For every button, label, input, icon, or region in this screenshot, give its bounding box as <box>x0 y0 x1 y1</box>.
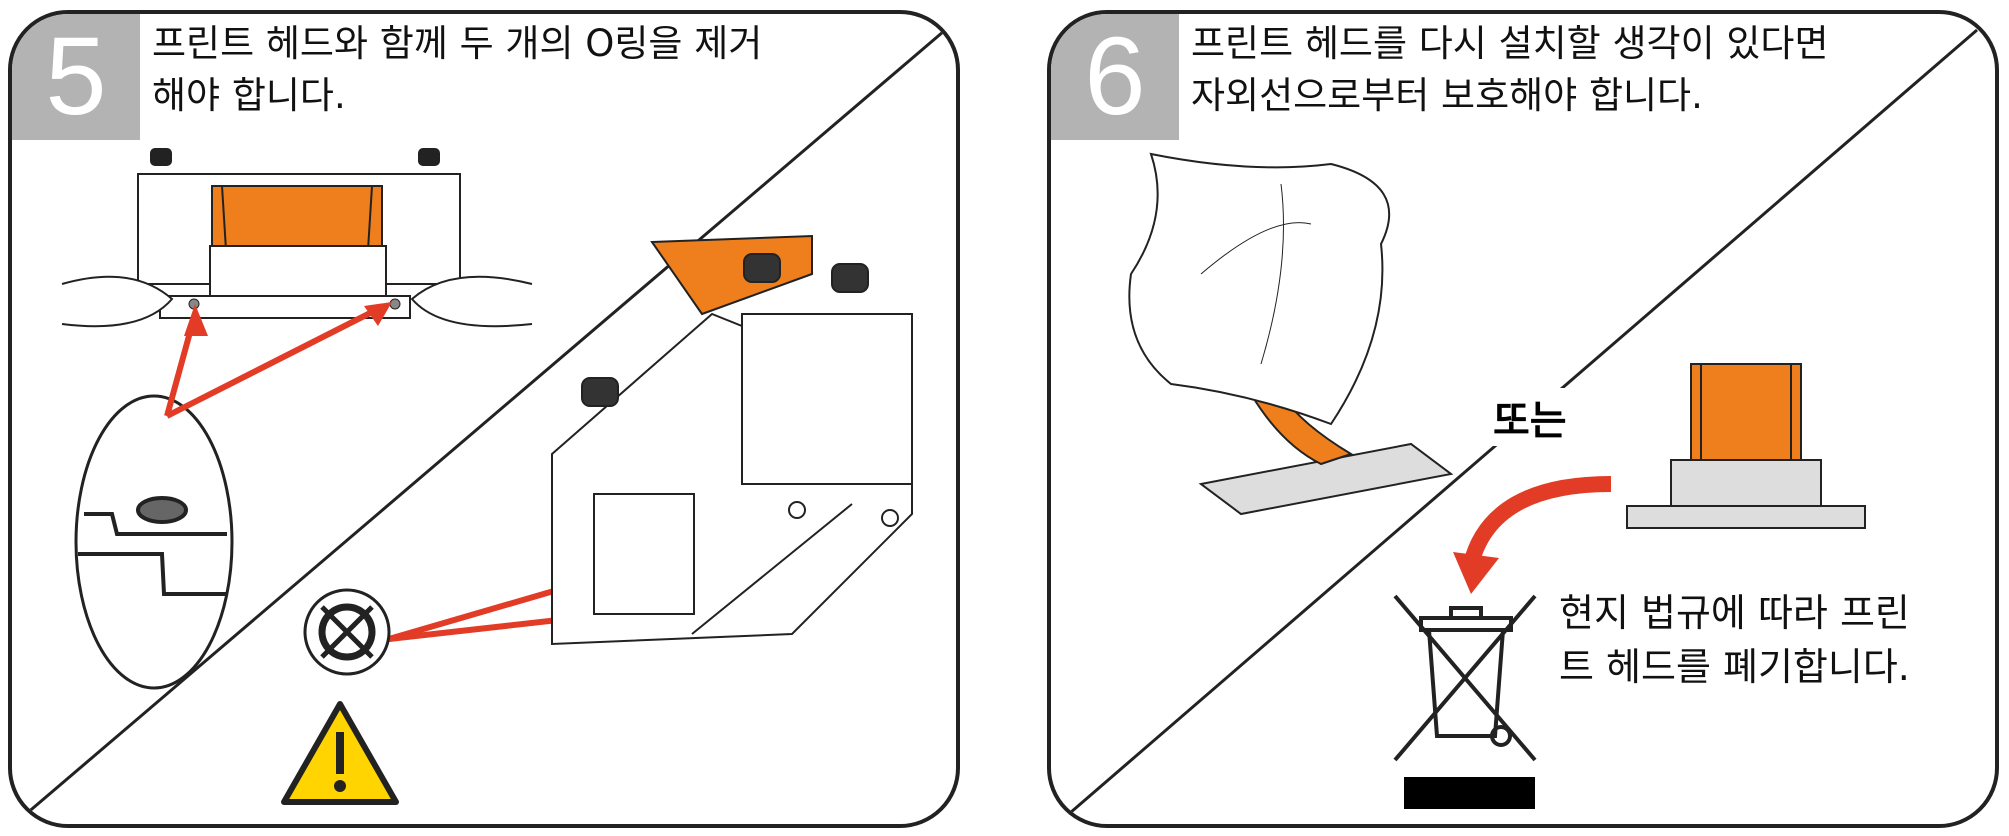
warning-icon <box>281 701 399 805</box>
step-6-illustration <box>1062 28 1978 821</box>
red-curved-arrow <box>1463 476 1612 567</box>
o-ring-symbol-icon <box>303 588 391 676</box>
thumbscrew <box>418 148 440 166</box>
step-5-instruction: 프린트 헤드와 함께 두 개의 O링을 제거 해야 합니다. <box>152 18 932 122</box>
step-6-instruction: 프린트 헤드를 다시 설치할 생각이 있다면 자외선으로부터 보호해야 합니다. <box>1191 18 1971 122</box>
printhead-top-view <box>61 148 533 328</box>
thumbscrew <box>150 148 172 166</box>
o-ring <box>136 496 188 524</box>
left-fingers <box>61 275 174 328</box>
black-bar <box>1404 777 1535 809</box>
printhead-to-dispose <box>1626 363 1866 529</box>
disposal-instruction: 현지 법규에 따라 프린 트 헤드를 폐기합니다. <box>1559 586 1979 694</box>
instruction-line: 프린트 헤드와 함께 두 개의 O링을 제거 <box>152 22 763 65</box>
right-fingers <box>410 275 533 328</box>
instruction-line: 트 헤드를 폐기합니다. <box>1559 645 1910 689</box>
o-ring-magnifier <box>74 394 234 690</box>
divider-diagonal <box>12 18 956 824</box>
instruction-line: 자외선으로부터 보호해야 합니다. <box>1191 74 1703 117</box>
step-6-panel: 6 프린트 헤드를 다시 설치할 생각이 있다면 자외선으로부터 보호해야 합니… <box>1047 10 1999 828</box>
protective-cloth <box>1128 152 1391 426</box>
instruction-line: 프린트 헤드를 다시 설치할 생각이 있다면 <box>1191 22 1829 65</box>
or-label: 또는 <box>1487 388 1573 446</box>
weee-crossed-bin-icon <box>1393 594 1537 762</box>
step-5-panel: 5 프린트 헤드와 함께 두 개의 O링을 제거 해야 합니다. <box>8 10 960 828</box>
instruction-line: 현지 법규에 따라 프린 <box>1559 591 1910 635</box>
printhead-bottom-view <box>551 234 913 646</box>
step-5-illustration <box>12 18 956 824</box>
printhead-wrapped-in-cloth <box>1128 152 1454 516</box>
step-number-badge: 5 <box>12 14 140 140</box>
step-number-badge: 6 <box>1051 14 1179 140</box>
instruction-line: 해야 합니다. <box>152 74 346 117</box>
